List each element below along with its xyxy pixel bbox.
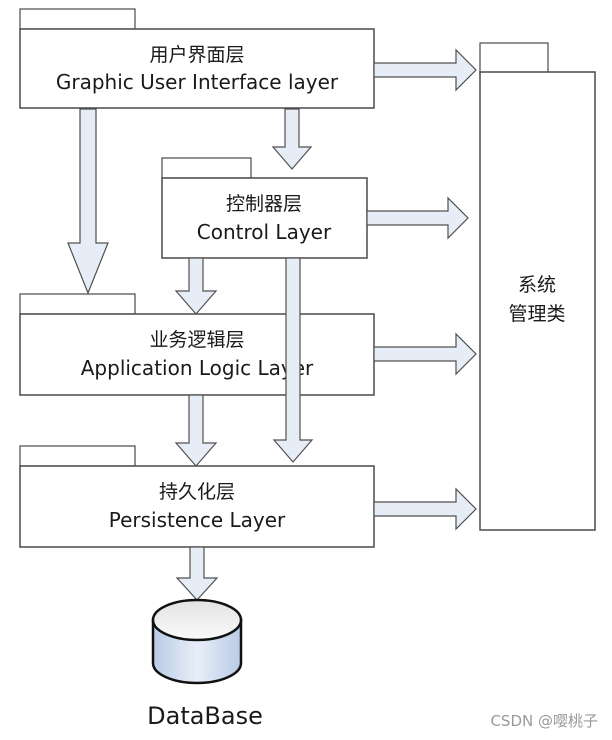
persistence-layer-zh-label: 持久化层 xyxy=(159,481,235,503)
arrow-control-to-system xyxy=(366,196,469,240)
watermark: CSDN @嘤桃子 xyxy=(490,712,598,730)
package-tab xyxy=(161,157,252,179)
persistence-layer-box xyxy=(19,465,375,548)
control-layer-en-label: Control Layer xyxy=(197,220,332,244)
arrow-gui-to-control xyxy=(271,108,313,170)
package-tab xyxy=(19,8,136,30)
logic-layer-box xyxy=(19,313,375,396)
persistence-layer-en-label: Persistence Layer xyxy=(109,508,286,532)
arrow-logic-to-persistence xyxy=(174,394,218,467)
database-label: DataBase xyxy=(147,702,263,730)
system-management-package: 系统 管理类 xyxy=(479,42,596,531)
arrow-persistence-to-system xyxy=(373,487,477,531)
control-layer-package: 控制器层 Control Layer xyxy=(161,157,368,259)
logic-layer-zh-label: 业务逻辑层 xyxy=(149,329,244,351)
logic-layer-en-label: Application Logic Layer xyxy=(81,356,314,380)
arrow-control-to-logic xyxy=(174,257,218,315)
gui-layer-zh-label: 用户界面层 xyxy=(149,44,244,66)
database-cylinder-icon xyxy=(151,598,243,685)
arrow-control-to-persistence xyxy=(272,257,314,463)
package-tab xyxy=(479,42,549,74)
package-tab xyxy=(19,293,136,315)
arrow-gui-to-system xyxy=(373,48,477,92)
gui-layer-en-label: Graphic User Interface layer xyxy=(56,70,339,94)
gui-layer-package: 用户界面层 Graphic User Interface layer xyxy=(19,8,375,109)
system-management-box xyxy=(479,71,596,531)
control-layer-box xyxy=(161,177,368,259)
logic-layer-package: 业务逻辑层 Application Logic Layer xyxy=(19,293,375,396)
persistence-layer-package: 持久化层 Persistence Layer xyxy=(19,445,375,548)
arrow-persistence-to-database xyxy=(175,546,219,601)
system-management-label-line1: 系统 xyxy=(518,274,556,296)
package-tab xyxy=(19,445,136,467)
arrow-gui-to-logic xyxy=(67,108,109,295)
gui-layer-box xyxy=(19,28,375,109)
arrow-logic-to-system xyxy=(373,332,477,376)
control-layer-zh-label: 控制器层 xyxy=(226,193,302,215)
system-management-label-line2: 管理类 xyxy=(508,303,565,325)
